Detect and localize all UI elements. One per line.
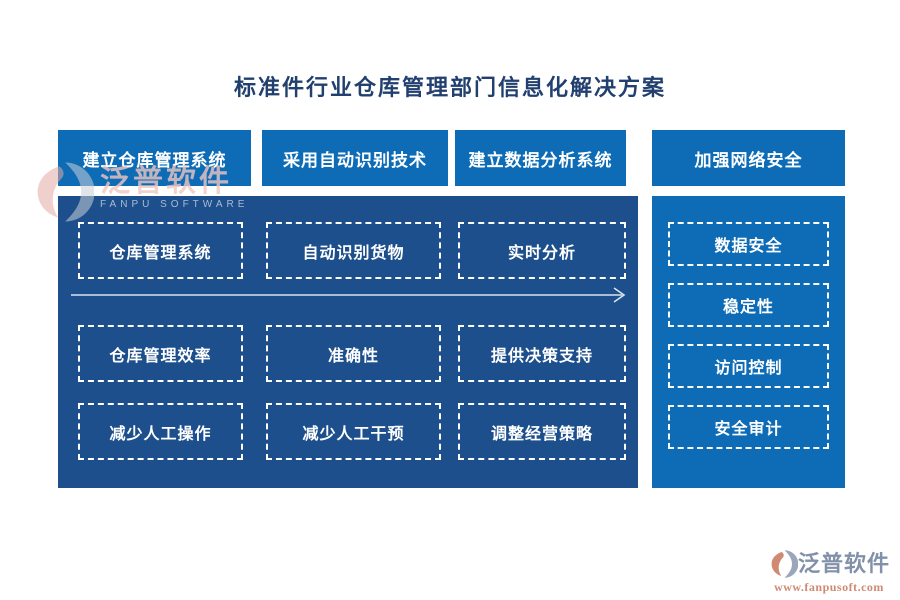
flow-panel: 仓库管理系统 自动识别货物 实时分析 仓库管理效率 准确性 提供决策支持 减少人… <box>58 196 638 488</box>
security-box-security-audit: 安全审计 <box>668 405 829 449</box>
flow-box-warehouse-system: 仓库管理系统 <box>78 222 243 279</box>
security-box-data-safety: 数据安全 <box>668 222 829 266</box>
flow-box-adjust-strategy: 调整经营策略 <box>458 403 626 460</box>
footer-brand-name: 泛普软件 <box>797 551 890 576</box>
flow-box-reduce-manual-intervention: 减少人工干预 <box>266 403 441 460</box>
flow-box-accuracy: 准确性 <box>266 325 441 382</box>
flow-box-auto-identify-goods: 自动识别货物 <box>266 222 441 279</box>
flow-box-realtime-analysis: 实时分析 <box>458 222 626 279</box>
header-network-security: 加强网络安全 <box>652 130 845 186</box>
footer-website-url: www.fanpusoft.com <box>774 580 884 594</box>
header-data-analysis: 建立数据分析系统 <box>455 130 626 186</box>
right-arrow-icon <box>71 287 626 303</box>
page-title: 标准件行业仓库管理部门信息化解决方案 <box>233 75 666 100</box>
header-warehouse-system: 建立仓库管理系统 <box>58 130 251 186</box>
security-box-access-control: 访问控制 <box>668 344 829 388</box>
fanpu-logo-icon <box>771 550 798 578</box>
security-panel: 数据安全 稳定性 访问控制 安全审计 <box>652 196 845 488</box>
flow-box-reduce-manual-ops: 减少人工操作 <box>78 403 243 460</box>
header-auto-id-tech: 采用自动识别技术 <box>262 130 448 186</box>
fanpu-footer-logo: 泛普软件 www.fanpusoft.com <box>766 549 892 595</box>
security-box-stability: 稳定性 <box>668 283 829 327</box>
flow-box-decision-support: 提供决策支持 <box>458 325 626 382</box>
flow-box-warehouse-efficiency: 仓库管理效率 <box>78 325 243 382</box>
